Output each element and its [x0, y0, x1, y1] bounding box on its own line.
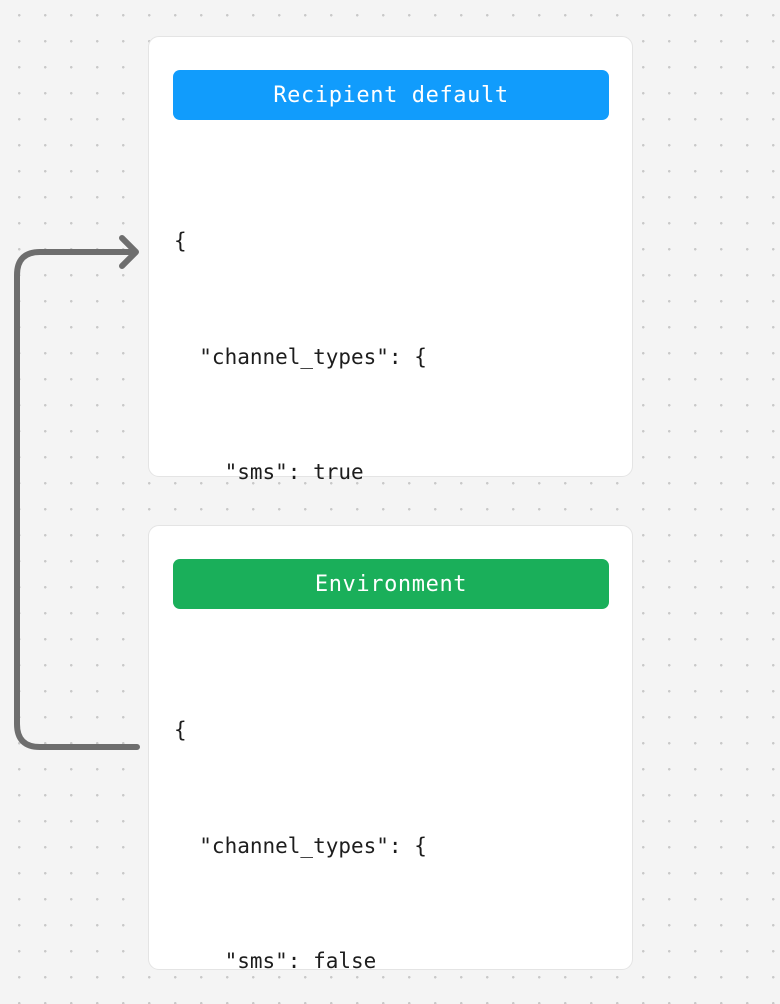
code-line: "channel_types": { — [174, 344, 427, 369]
code-line: "sms": true — [174, 460, 364, 484]
code-line: { — [174, 718, 187, 742]
json-code-block-environment: { "channel_types": { "sms": false }, "ca… — [174, 634, 614, 1004]
code-line: { — [174, 229, 187, 253]
code-line: "channel_types": { — [174, 833, 427, 858]
card-header-environment: Environment — [173, 559, 609, 609]
arrowhead-icon — [119, 235, 139, 269]
arrow-path — [14, 249, 140, 750]
card-recipient-default[interactable]: Recipient default { "channel_types": { "… — [148, 36, 633, 946]
card-title-label: Environment — [314, 571, 468, 597]
card-title-label: Recipient default — [273, 82, 509, 108]
card-environment[interactable]: Environment { "channel_types": { "sms": … — [148, 525, 633, 973]
card-header-recipient-default: Recipient default — [173, 70, 609, 120]
code-line: "sms": false — [174, 949, 377, 973]
